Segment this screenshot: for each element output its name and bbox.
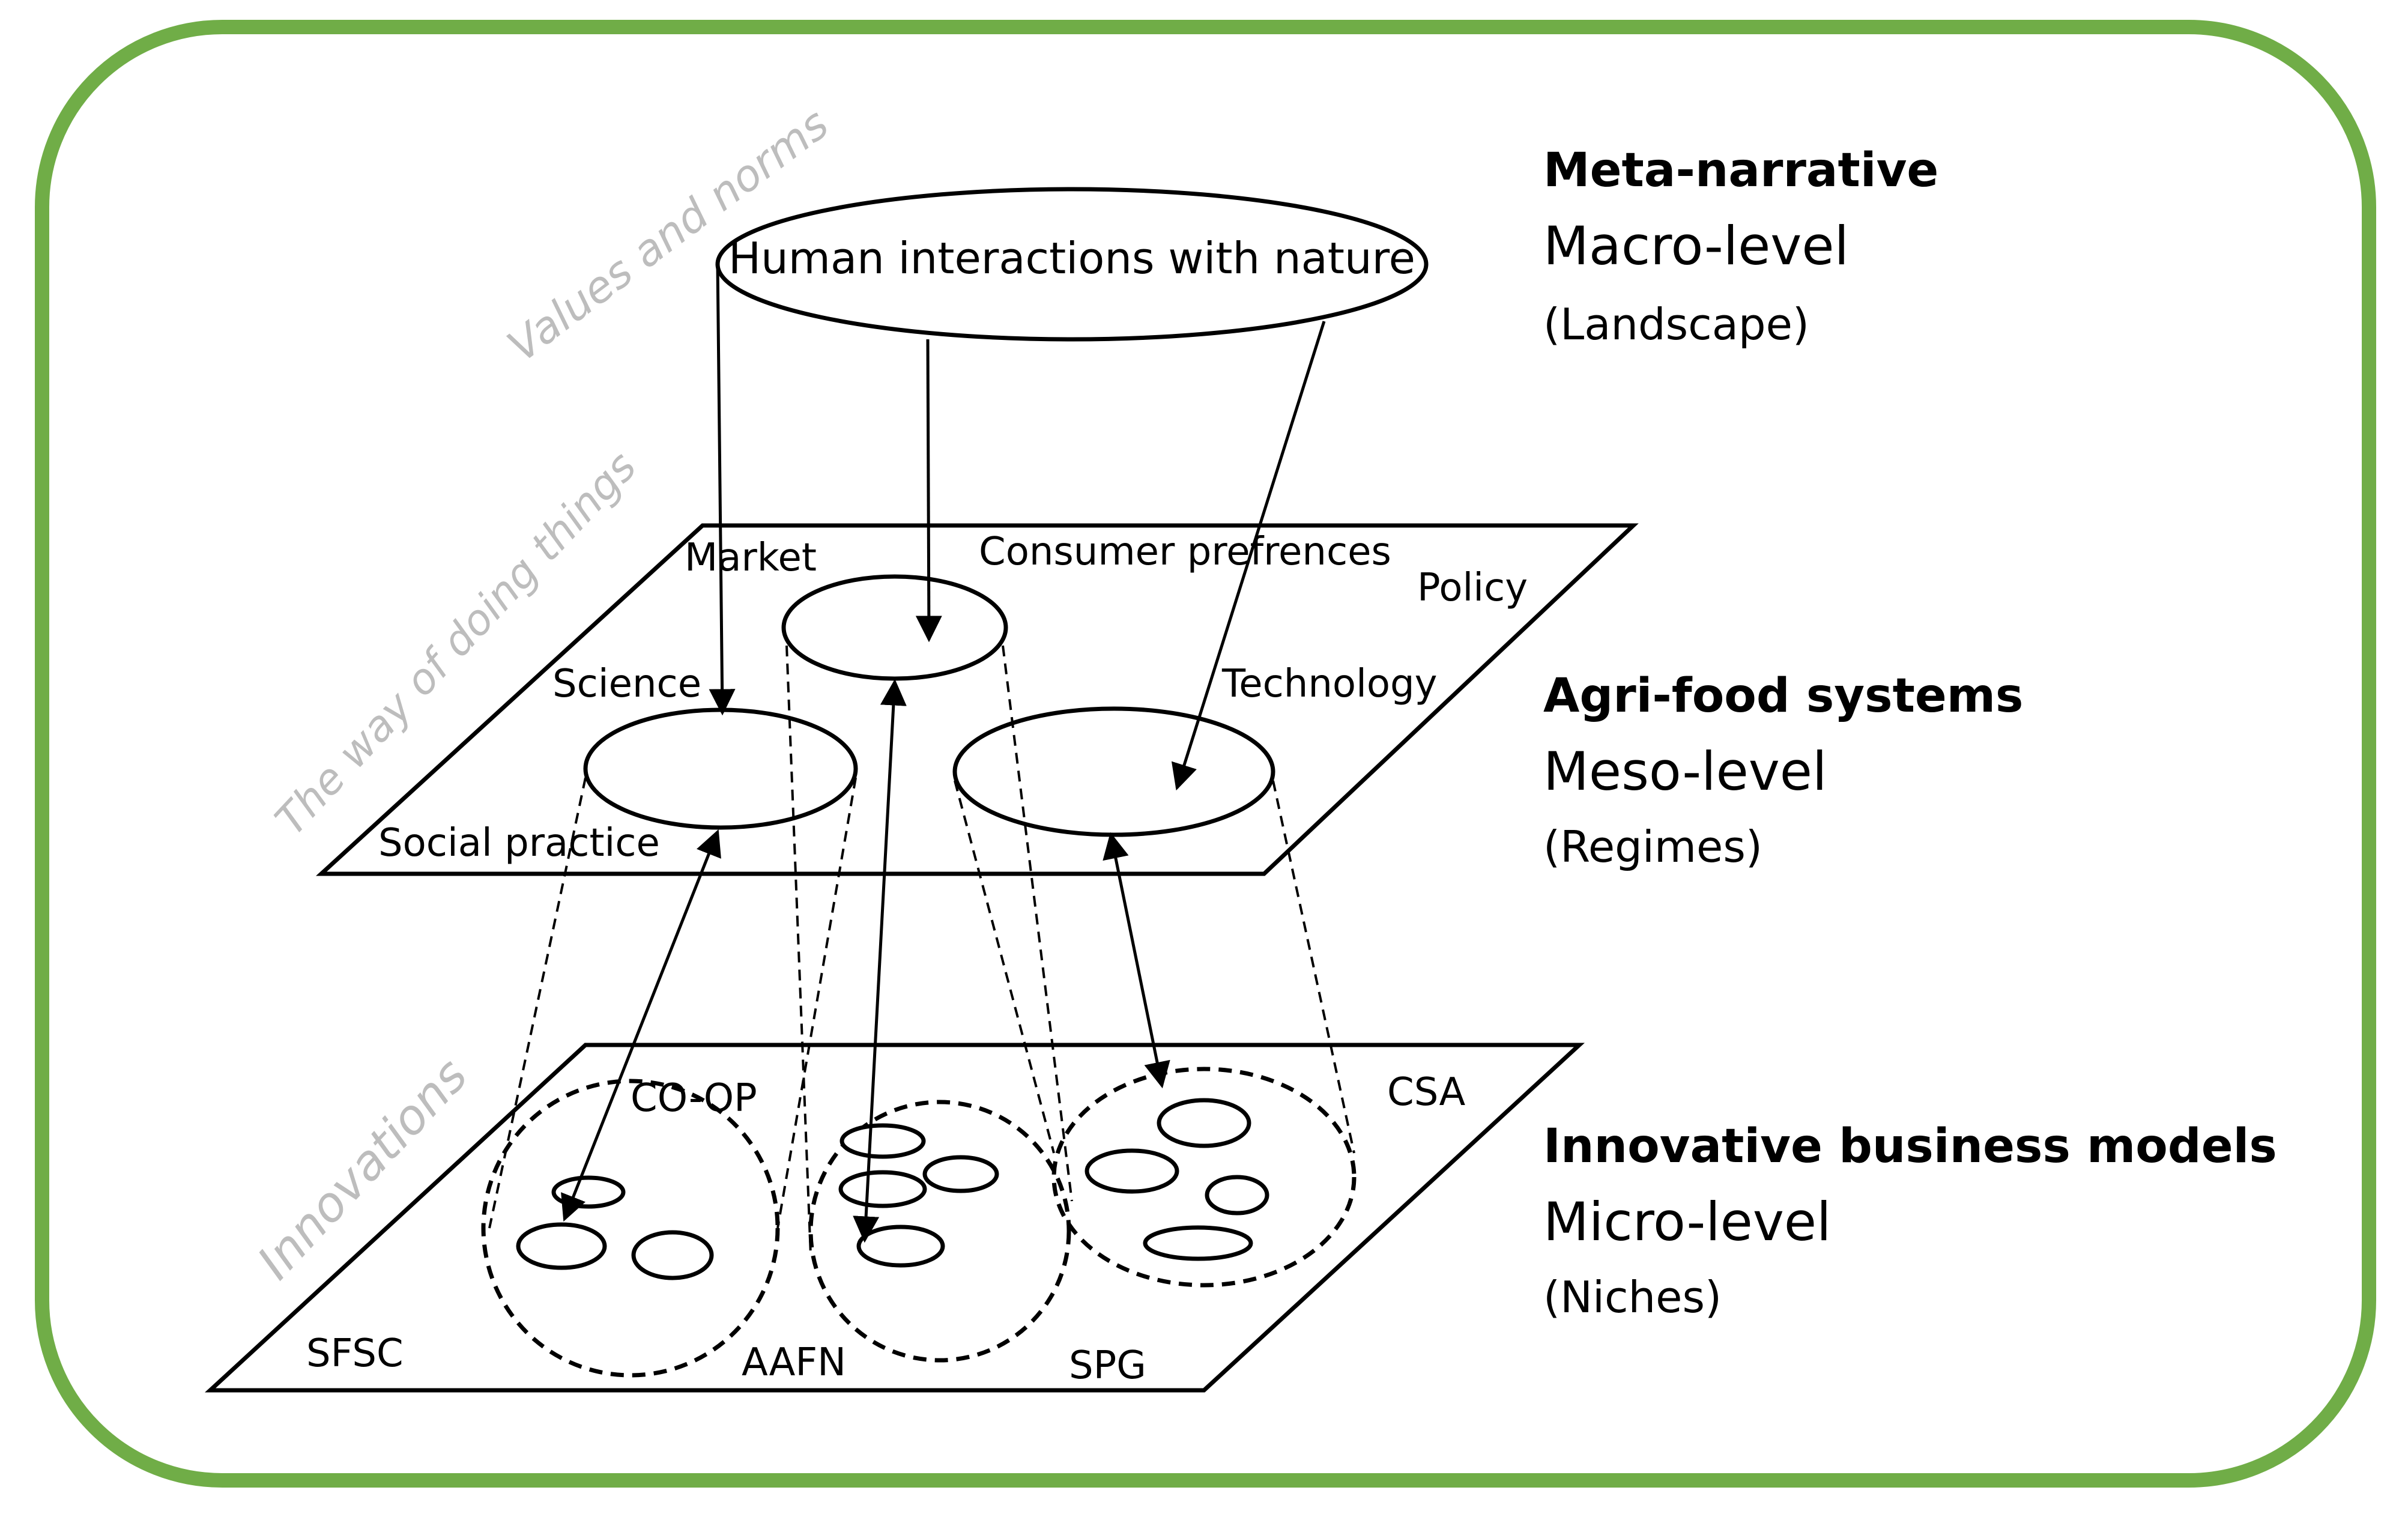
coop-cluster [481, 1079, 780, 1378]
consumer-preferences-label: Consumer prefrences [979, 530, 1391, 574]
science-label: Science [552, 662, 701, 706]
niche-ellipse [631, 1230, 714, 1280]
niche-ellipses [516, 1098, 1269, 1280]
outer-frame [35, 20, 2376, 1488]
agri-food-title: Agri-food systems [1543, 669, 2023, 723]
arrow-technology-csa [1103, 832, 1170, 1089]
csa-cluster [1051, 1067, 1357, 1288]
landscape-label: (Landscape) [1543, 299, 1809, 350]
niche-ellipse [856, 1225, 945, 1268]
spg-label: SPG [1069, 1343, 1146, 1388]
niche-ellipse [1157, 1098, 1251, 1148]
market-label: Market [685, 536, 817, 580]
micro-plane [205, 1043, 1585, 1393]
sfsc-label: SFSC [306, 1331, 404, 1376]
csa-label: CSA [1387, 1070, 1466, 1115]
arrow-social-coop [561, 829, 721, 1222]
arrow-macro-to-consumer [915, 339, 942, 643]
niches-label: (Niches) [1543, 1272, 1722, 1322]
innovations-annotation: Innovations [247, 1047, 478, 1290]
arrow-consumer-aafn [853, 679, 907, 1243]
consumer-regime-ellipse [781, 574, 1008, 681]
regimes-label: (Regimes) [1543, 822, 1762, 872]
niche-ellipse [551, 1175, 626, 1209]
meso-level-label: Meso-level [1543, 740, 1827, 802]
meso-plane [315, 523, 1639, 876]
social-practice-label: Social practice [378, 821, 660, 865]
aafn-cluster [808, 1100, 1071, 1363]
micro-level-label: Micro-level [1543, 1191, 1832, 1253]
aafn-label: AAFN [742, 1340, 846, 1385]
business-models-title: Innovative business models [1543, 1119, 2277, 1173]
macro-level-label: Macro-level [1543, 215, 1849, 277]
policy-label: Policy [1417, 566, 1528, 610]
coop-label: CO-OP [631, 1076, 757, 1121]
niche-ellipse [838, 1170, 927, 1208]
arrows [561, 264, 1326, 1243]
niche-ellipse [1085, 1148, 1179, 1194]
niche-ellipse [516, 1222, 607, 1270]
science-regime-ellipse [583, 707, 858, 830]
arrow-macro-to-science [709, 264, 736, 716]
technology-regime-ellipse [952, 706, 1275, 837]
meta-narrative-title: Meta-narrative [1543, 144, 1938, 198]
technology-label: Technology [1221, 662, 1438, 706]
arrow-macro-to-technology [1171, 321, 1326, 791]
niche-ellipse [1143, 1225, 1253, 1261]
human-nature-label: Human interactions with nature [728, 233, 1415, 283]
niche-ellipse [839, 1123, 926, 1159]
niche-ellipse [922, 1155, 999, 1193]
niche-ellipse [1205, 1175, 1269, 1216]
